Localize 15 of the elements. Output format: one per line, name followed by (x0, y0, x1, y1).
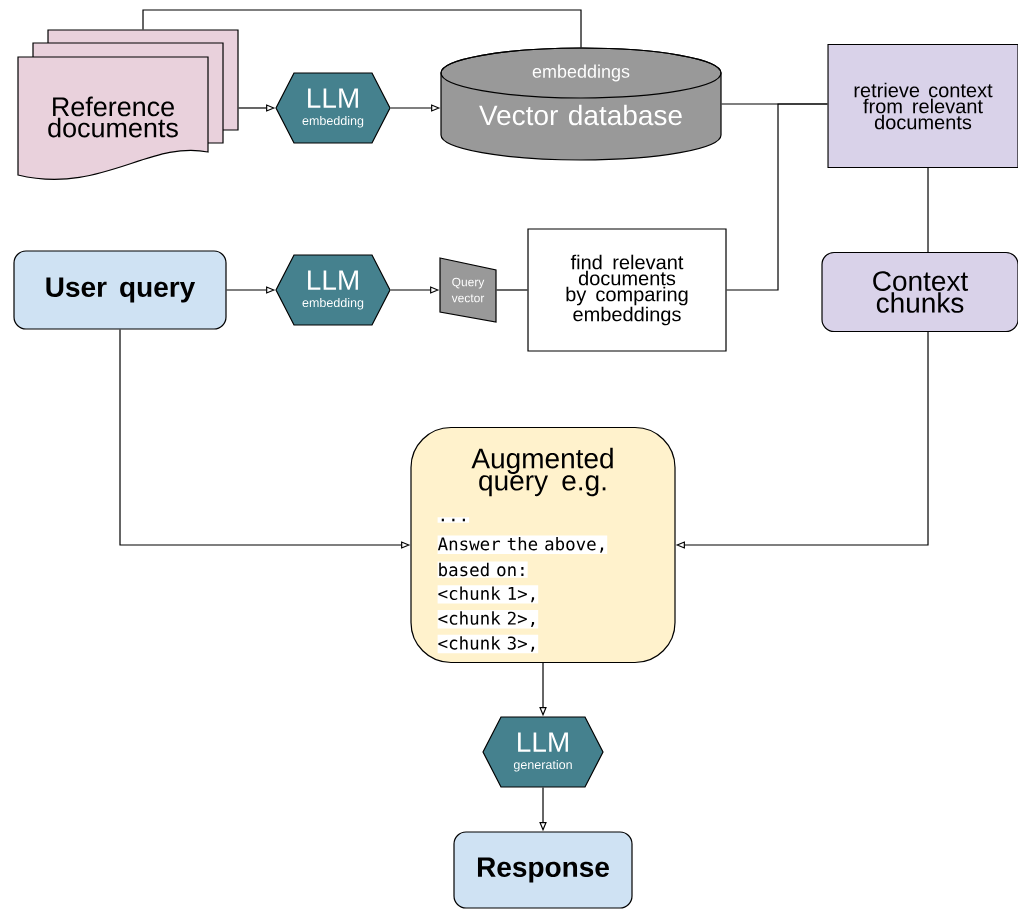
rounded-box: User query (13, 250, 227, 330)
connector-line (927, 167, 929, 253)
augmented-query-box: Augmented query e.g. ... Answer the above, based on: <chunk 1>, <chunk 2>, <chunk 3>, (410, 426, 676, 664)
rounded-box: Context chunks (821, 251, 1018, 333)
hexagon: LLM generation (482, 716, 604, 788)
rounded-box: Response (453, 831, 633, 909)
database-cylinder: embeddings Vector database (440, 47, 722, 161)
hexagon: LLM embedding (275, 254, 391, 326)
document-stack: Reference documents (17, 29, 239, 180)
connector-line (726, 103, 828, 291)
connector-line (142, 9, 582, 48)
connector-line (496, 289, 528, 291)
process-box: find relevant documents by comparing embeddings (527, 228, 727, 352)
process-box: retrieve context from relevant documents (827, 43, 1018, 169)
hexagon: LLM embedding (275, 72, 391, 144)
